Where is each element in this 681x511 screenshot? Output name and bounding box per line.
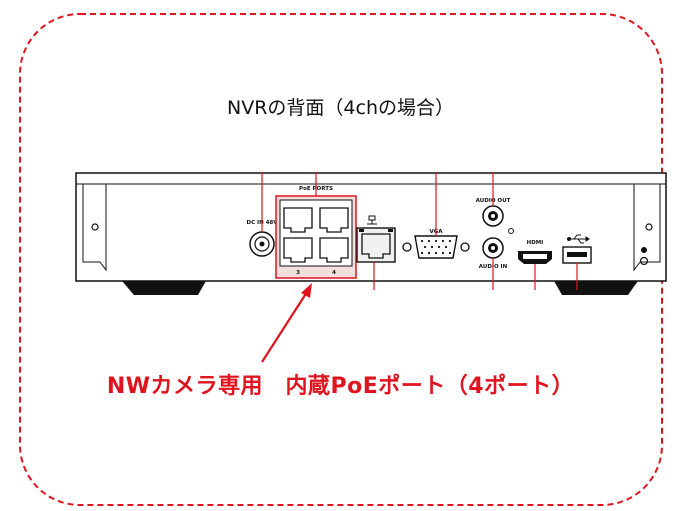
lan-port-body	[356, 227, 396, 263]
audio-small-hole	[508, 228, 514, 234]
poe-caption: NWカメラ専用 内蔵PoEポート（4ポート）	[106, 374, 575, 399]
power-jack-pin	[259, 241, 265, 247]
usb-tongue	[567, 252, 587, 257]
hdmi-label: HDMI	[527, 240, 544, 246]
lan-led-left	[359, 229, 364, 232]
hdmi-port: HDMI	[518, 240, 552, 264]
right-foot	[554, 281, 638, 295]
hdmi-slot	[523, 254, 547, 259]
usb-icon	[567, 234, 590, 244]
poe-num-4: 4	[332, 270, 336, 276]
poe-port-3	[283, 237, 313, 263]
power-jack-mid	[254, 236, 270, 252]
poe-port-block: PoE PORTS 3 4	[275, 186, 357, 279]
poe-port-2	[319, 207, 349, 233]
left-foot	[122, 281, 206, 295]
diagram-title: NVRの背面（4chの場合）	[227, 97, 454, 119]
lan-led-right	[388, 229, 393, 232]
left-screw-hole	[91, 223, 99, 231]
right-screw-hole	[645, 223, 653, 231]
ground-hole-top	[641, 247, 647, 253]
right-mount-ear	[633, 184, 661, 272]
vga-screw-right	[460, 242, 470, 252]
left-mount-ear	[82, 184, 107, 272]
audio-in-hole	[491, 246, 495, 250]
vga-screw-left	[402, 242, 412, 252]
nvr-rear-panel: DC IN 48V PoE PORTS 3 4	[75, 172, 667, 295]
poe-block-inner	[279, 199, 353, 267]
usb-port	[562, 234, 592, 264]
ground-hole-bottom	[639, 256, 649, 266]
lan-port-socket	[361, 233, 391, 259]
leader-lines	[261, 172, 578, 290]
poe-port-1	[283, 207, 313, 233]
poe-port-4	[319, 237, 349, 263]
network-icon	[367, 215, 377, 225]
lan-port	[356, 215, 396, 263]
caption-arrow	[261, 283, 312, 363]
vga-connector	[414, 235, 458, 259]
poe-num-3: 3	[296, 270, 300, 276]
audio-out-hole	[491, 214, 495, 218]
